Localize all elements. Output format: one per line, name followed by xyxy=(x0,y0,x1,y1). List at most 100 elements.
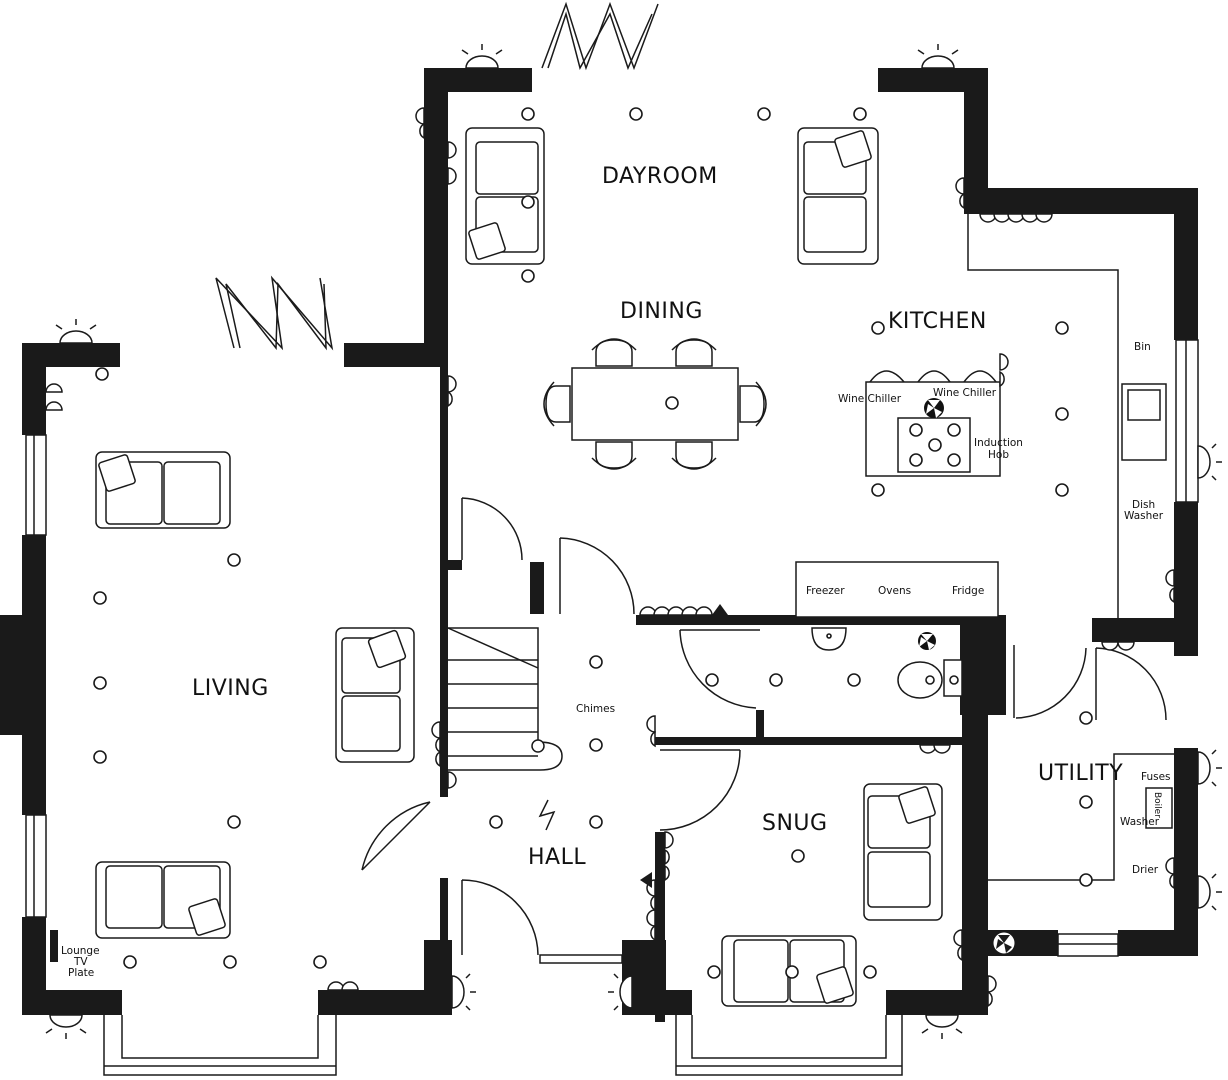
windows xyxy=(25,339,1199,1076)
external-light-snug-bottom xyxy=(921,1014,963,1039)
sockets-hall-porch xyxy=(646,879,656,942)
wall-wc-divider xyxy=(756,710,764,740)
sofa-living-right xyxy=(335,627,415,763)
label-washer-utility: Washer xyxy=(1120,816,1160,828)
sofa-snug-right xyxy=(863,783,943,921)
wall-kitchen-top xyxy=(964,188,1198,214)
sockets-kitchen-corner xyxy=(955,177,965,210)
wall-snug-bottom-left xyxy=(622,990,692,1015)
window-living-west-upper xyxy=(25,434,47,536)
wall-stair-stub-2 xyxy=(530,562,544,614)
fixture-labels: Bin Wine Chiller Wine Chiller Induction … xyxy=(61,341,1171,979)
sockets-snug-east xyxy=(953,929,997,1008)
sockets xyxy=(45,107,1175,1008)
wall-lounge-tv-plate xyxy=(50,930,58,962)
external-lights xyxy=(45,44,1222,1039)
label-hob: Hob xyxy=(988,449,1009,461)
sockets-kitchen-east xyxy=(1165,569,1175,604)
wall-snug-west xyxy=(655,832,665,1022)
kitchen-counters xyxy=(795,214,1119,718)
label-ovens: Ovens xyxy=(878,585,911,597)
label-fuses: Fuses xyxy=(1141,771,1171,783)
external-light-kitchen-east xyxy=(1197,443,1222,481)
room-label-snug: SNUG xyxy=(762,811,828,836)
kitchen-island xyxy=(865,370,1001,477)
wall-stair-stub xyxy=(448,560,462,570)
sockets-hall-wc xyxy=(646,715,656,748)
sockets-kitchen-bottom xyxy=(1101,641,1135,651)
ceiling-lights xyxy=(93,107,1093,979)
wall-kitchen-bottom-right xyxy=(1092,618,1198,642)
extractor-fan-icon xyxy=(924,398,944,418)
wall-chimney-breast xyxy=(0,615,46,735)
wall-wc-top xyxy=(636,615,982,625)
utility-counter xyxy=(988,753,1174,881)
wall-wc-bottom xyxy=(655,737,965,745)
sofa-dayroom-right xyxy=(797,127,879,265)
porch-threshold xyxy=(539,954,623,964)
label-dish: Dish xyxy=(1132,499,1155,511)
wc-fan-icon xyxy=(918,632,936,650)
window-kitchen-east xyxy=(1175,339,1199,503)
room-label-living: LIVING xyxy=(192,676,269,701)
bay-window-living xyxy=(103,1015,337,1076)
label-tv: TV xyxy=(73,956,88,968)
sockets-dayroom-inner xyxy=(447,141,457,185)
appliance-bank xyxy=(795,561,999,618)
label-chimes: Chimes xyxy=(576,703,615,715)
wall-kitchen-east-upper xyxy=(1174,188,1198,340)
window-utility xyxy=(1057,933,1119,957)
label-boiler: Boiler xyxy=(1152,792,1162,818)
sockets-living-hall xyxy=(431,721,457,789)
label-freezer: Freezer xyxy=(806,585,845,597)
room-label-dining: DINING xyxy=(620,299,703,324)
label-induction: Induction xyxy=(974,437,1023,449)
kitchen-sink xyxy=(1121,383,1167,461)
external-light-dayroom xyxy=(461,44,503,69)
walls xyxy=(0,68,1198,1022)
sockets-hall-top xyxy=(639,606,713,616)
label-drier: Drier xyxy=(1132,864,1159,876)
wall-utility-east xyxy=(1174,748,1198,956)
wall-dayroom-west xyxy=(424,68,448,367)
external-light-porch-left xyxy=(451,973,476,1011)
wall-living-bottom-left xyxy=(22,990,122,1015)
sofa-dayroom-left xyxy=(465,127,545,265)
bay-window-snug xyxy=(675,1015,903,1076)
thermostat-icon-snug xyxy=(640,872,652,888)
room-label-utility: UTILITY xyxy=(1038,761,1123,786)
sockets-dayroom-west xyxy=(415,107,425,140)
external-light-porch-right xyxy=(608,973,633,1011)
room-label-dayroom: DAYROOM xyxy=(602,164,718,189)
sockets-snug-top xyxy=(919,744,951,754)
boiler xyxy=(1145,787,1173,829)
label-fridge: Fridge xyxy=(952,585,984,597)
sofa-living-top xyxy=(95,451,231,529)
wall-living-west-upper xyxy=(22,343,46,435)
external-light-kitchen xyxy=(917,44,959,69)
doorbell-icon xyxy=(538,799,556,831)
label-washer-kitchen: Washer xyxy=(1124,510,1164,522)
label-plate: Plate xyxy=(68,967,94,979)
wall-living-hall-partition xyxy=(440,367,448,797)
utility-fan-icon xyxy=(993,932,1015,954)
bifold-door-dayroom xyxy=(541,1,659,71)
sockets-dining-west xyxy=(447,375,457,408)
wall-porch-left xyxy=(424,940,452,1015)
external-light-utility-2 xyxy=(1197,873,1222,911)
sockets-living-corner xyxy=(45,383,63,411)
door-swings xyxy=(361,497,1167,956)
room-label-hall: HALL xyxy=(528,845,586,870)
room-label-kitchen: KITCHEN xyxy=(888,309,987,334)
label-wine-chiller-left: Wine Chiller xyxy=(838,393,902,405)
sockets-utility xyxy=(1165,857,1175,890)
wall-wc-east xyxy=(960,615,1006,715)
wall-hall-west-lower xyxy=(440,878,448,990)
sockets-living-bottom xyxy=(327,981,359,991)
sockets-kitchen-top xyxy=(979,213,1053,223)
dining-table xyxy=(543,338,767,470)
wall-snug-east xyxy=(962,715,988,1015)
staircase xyxy=(447,627,563,771)
label-lounge: Lounge xyxy=(61,945,100,957)
label-bin: Bin xyxy=(1134,341,1151,353)
